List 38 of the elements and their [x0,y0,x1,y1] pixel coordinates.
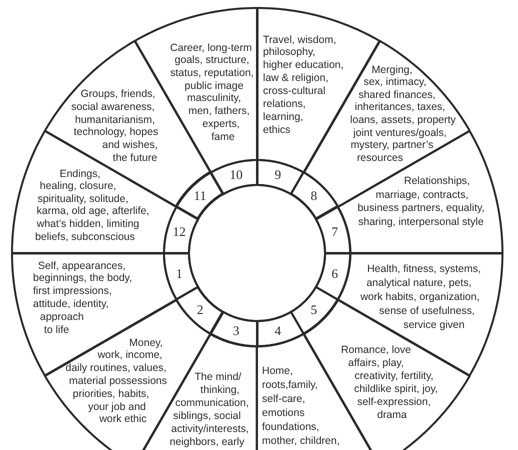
house-number: 3 [232,322,240,339]
house-number: 9 [274,167,282,184]
house-number: 6 [331,266,338,282]
house-description: Merging, sex, intimacy, shared finances, inheritances, taxes, loans, assets, property joint ventures/goals, mystery, partner’s resources [350,64,456,164]
house-description: Home, roots,family, self-care, emotions foundations, mother, children, [262,364,340,448]
house-description: Travel, wisdom, philosophy, higher education, law & religion, cross-cultural relations, learning, ethics [263,34,344,137]
house-description: Money, work, income, daily routines, values, material possessions priorities, habits, your job and work ethic [65,336,167,426]
house-number-cell [256,159,304,196]
house-number: 11 [194,188,206,204]
house-description: Health, fitness, systems, analytical nature, pets, work habits, organization, sense of usefulness, service given [360,262,481,332]
house-segment [336,130,503,254]
house-number-cell [314,252,351,300]
house-number: 2 [196,302,204,318]
house-description: Groups, friends, social awareness, humanitarianism, technology, hopes and wishes, the future [71,88,158,165]
house-number: 12 [172,224,186,240]
house-number: 10 [230,167,243,184]
house-description: Career, long-term goals, structure, status, reputation, public image masculinity, men, fathers, experts, fame [170,42,254,144]
house-number: 8 [310,188,318,204]
house-number-cell [163,252,200,300]
house-description: Relationships, marriage, contracts, business partners, equality, sharing, interpersonal style [357,175,484,230]
house-number: 7 [331,224,338,240]
house-number-cell [175,286,224,335]
house-number-cell [290,171,339,220]
house-number-cell [175,171,224,220]
house-number: 5 [310,302,318,318]
house-number-cell [210,159,258,196]
house-description: The mind/ thinking, communication, siblings, social activity/interests, neighbors, early [170,371,249,450]
house-number: 1 [176,266,182,282]
house-description: Romance, love affairs, play, creativity, fertility, childlike spirit, joy, self-expression, drama [340,344,438,422]
house-number-cell [210,310,258,347]
house-number-cell [314,206,351,254]
center-circle [188,184,326,322]
house-number-cell [256,310,304,347]
house-description: Self, appearances, beginnings, the body, first impressions, attitude, identity, approach to life [33,260,132,337]
house-segment [11,252,178,376]
house-number-cell [163,206,200,254]
house-number: 4 [274,322,282,339]
house-description: Endings, healing, closure, spirituality, solitude, karma, old age, afterlife, what’s hidden, limiting beliefs, subconscious [35,168,150,244]
